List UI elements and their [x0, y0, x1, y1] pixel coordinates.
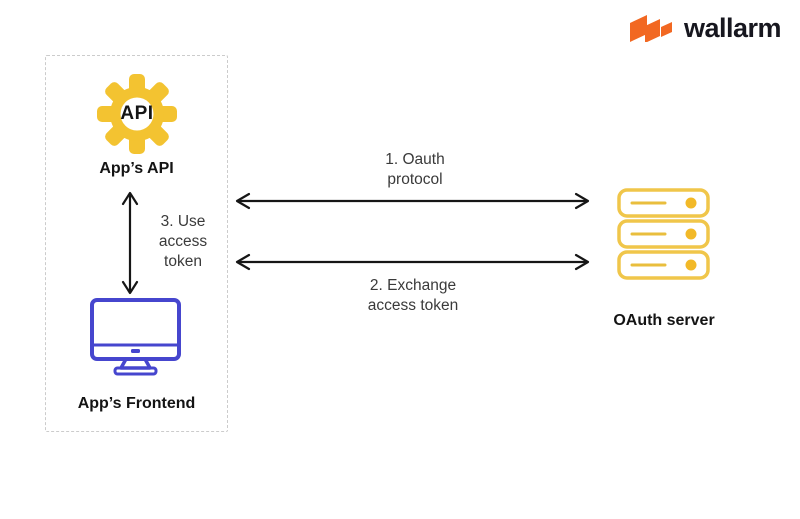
api-gear-icon-text: API: [120, 103, 154, 124]
exchange-token-arrow: [235, 253, 590, 271]
api-node: API: [97, 74, 177, 154]
oauth-server-label: OAuth server: [613, 312, 715, 329]
app-boundary-box: [45, 55, 228, 432]
wallarm-logo-icon: [630, 14, 672, 42]
frontend-node: [89, 297, 182, 382]
api-gear-icon: [97, 74, 177, 154]
monitor-icon: [90, 298, 181, 376]
use-token-arrow-label: 3. Use access token: [158, 213, 208, 270]
oauth-server-node: [617, 188, 711, 285]
oauth-protocol-arrow-label: 1. Oauth protocol: [385, 151, 445, 188]
wallarm-logo: wallarm: [630, 13, 782, 43]
exchange-token-arrow-label: 2. Exchange access token: [367, 277, 459, 314]
api-node-label: App’s API: [99, 160, 174, 177]
oauth-protocol-arrow: [235, 192, 590, 210]
frontend-node-label: App’s Frontend: [77, 395, 196, 412]
server-stack-icon: [617, 188, 710, 280]
wallarm-logo-text: wallarm: [684, 13, 782, 43]
